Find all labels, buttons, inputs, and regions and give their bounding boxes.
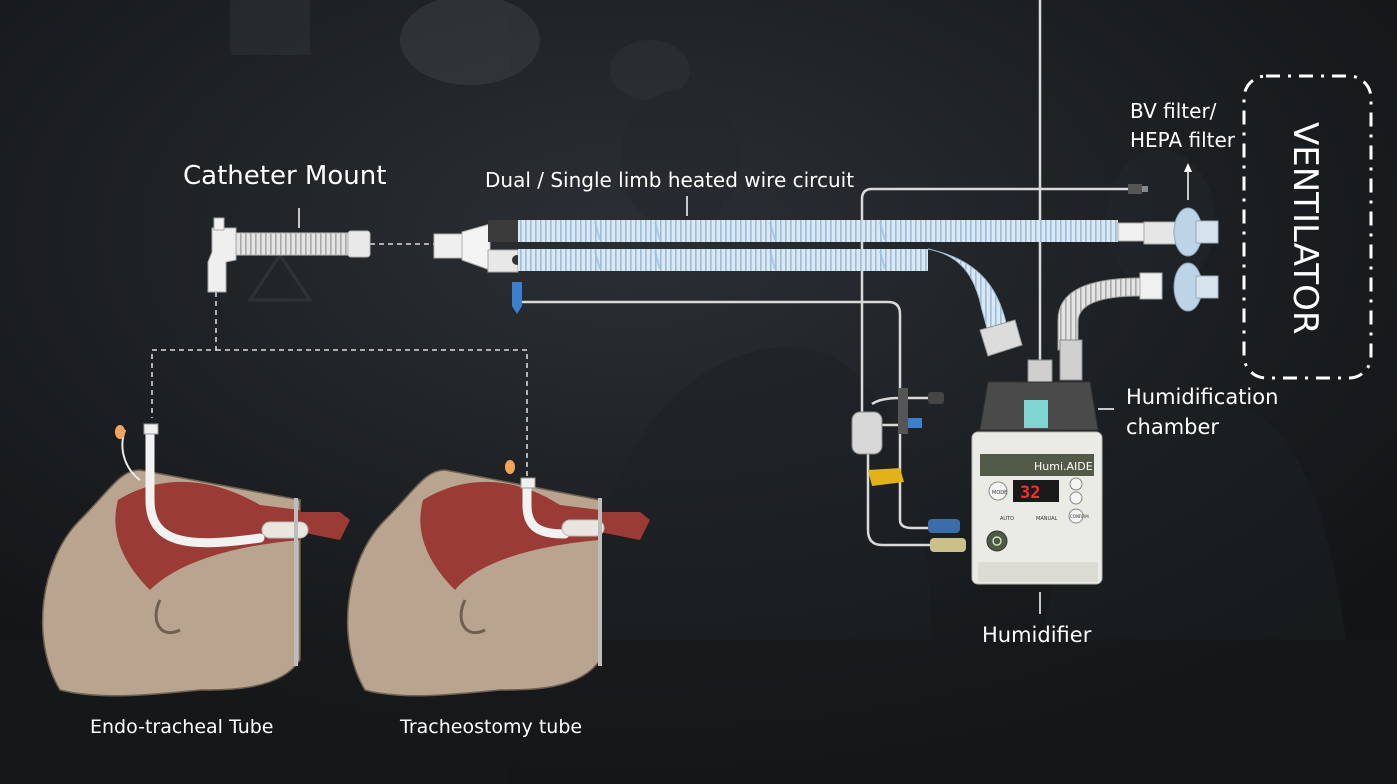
endotracheal-head xyxy=(41,423,350,697)
bv-hepa-filters xyxy=(1143,207,1219,312)
humidifier-device: Humi.AIDE 32 MODE CONFIRM AUTO MANUAL xyxy=(971,431,1103,585)
filter-label-line1: BV filter/ xyxy=(1130,99,1217,123)
filter-arrowhead xyxy=(1184,163,1192,172)
up-button[interactable] xyxy=(1069,477,1083,491)
confirm-button[interactable] xyxy=(1068,508,1084,524)
auto-label: AUTO xyxy=(1000,516,1014,522)
catheter-mount xyxy=(207,217,371,293)
y-piece-connector xyxy=(433,220,522,273)
humidifier-label: Humidifier xyxy=(982,623,1092,647)
filter-label-line2: HEPA filter xyxy=(1130,128,1236,152)
heated-wire-circuit xyxy=(518,220,1163,357)
sensor-connectors xyxy=(851,388,966,552)
ventilator-box xyxy=(1242,74,1373,380)
catheter-mount-label: Catheter Mount xyxy=(183,161,386,191)
device-brand: Humi.AIDE xyxy=(1034,460,1093,473)
power-button[interactable] xyxy=(986,530,1008,552)
tracheostomy-label: Tracheostomy tube xyxy=(399,716,582,738)
mode-button-label: MODE xyxy=(992,490,1007,496)
endotracheal-label: Endo-tracheal Tube xyxy=(90,716,274,738)
device-display: 32 xyxy=(1020,483,1040,503)
chamber-label-line2: chamber xyxy=(1126,415,1219,439)
down-button[interactable] xyxy=(1069,491,1083,505)
mode-button[interactable] xyxy=(988,481,1008,501)
chamber-label-line1: Humidification xyxy=(1126,385,1278,409)
humidification-chamber xyxy=(979,339,1099,431)
temperature-probes xyxy=(512,184,1148,314)
ventilator-label: VENTILATOR xyxy=(1285,122,1325,334)
tracheostomy-head xyxy=(346,460,650,697)
connection-lines xyxy=(151,243,528,476)
confirm-button-label: CONFIRM xyxy=(1070,514,1089,519)
manual-label: MANUAL xyxy=(1036,516,1058,522)
circuit-label: Dual / Single limb heated wire circuit xyxy=(485,168,854,192)
